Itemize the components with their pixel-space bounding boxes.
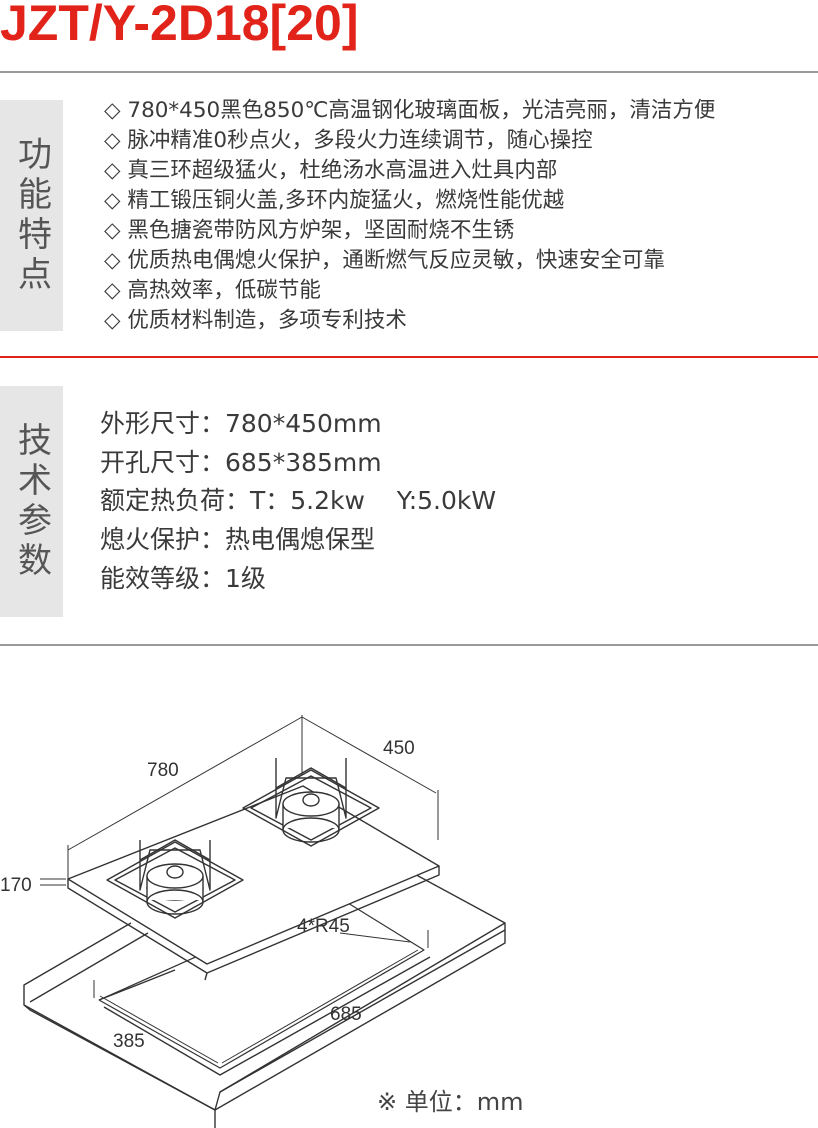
- spec-item: 额定热负荷：T：5.2kw Y:5.0kW: [100, 486, 497, 516]
- dim-radius-label: 4*R45: [297, 916, 350, 937]
- features-heading: 功能特点: [0, 100, 63, 331]
- dim-width-label: 450: [383, 738, 415, 759]
- cutout-length-label: 685: [330, 1004, 362, 1025]
- product-model-title: JZT/Y-2D18[20]: [0, 0, 359, 51]
- spec-item: 能效等级：1级: [100, 563, 266, 593]
- spec-item: 开孔尺寸：685*385mm: [100, 447, 382, 477]
- spec-item: 熄火保护：热电偶熄保型: [100, 525, 376, 555]
- feature-item: ◇ 脉冲精准0秒点火，多段火力连续调节，随心操控: [104, 128, 593, 153]
- feature-item: ◇ 高热效率，低碳节能: [104, 278, 321, 303]
- feature-item: ◇ 黑色搪瓷带防风方炉架，坚固耐烧不生锈: [104, 218, 515, 243]
- burner-right: [242, 758, 380, 847]
- feature-item: ◇ 优质材料制造，多项专利技术: [104, 308, 407, 333]
- specs-heading-text: 技术参数: [11, 421, 52, 582]
- feature-item: ◇ 精工锻压铜火盖,多环内旋猛火，燃烧性能优越: [104, 188, 565, 213]
- countertop-outline: [23, 857, 506, 1128]
- specs-heading: 技术参数: [0, 386, 63, 617]
- installation-diagram: 780 450 170 4*R45 685 385: [0, 715, 506, 1128]
- dim-height-label: 170: [0, 875, 32, 896]
- features-heading-text: 功能特点: [11, 135, 52, 296]
- dim-length-label: 780: [147, 760, 179, 781]
- cutout-width-label: 385: [113, 1031, 145, 1052]
- specs-list: 外形尺寸：780*450mm 开孔尺寸：685*385mm 额定热负荷：T：5.…: [100, 405, 496, 599]
- unit-note: ※ 单位：mm: [377, 1088, 524, 1116]
- divider: [0, 71, 818, 73]
- feature-item: ◇ 优质热电偶熄火保护，通断燃气反应灵敏，快速安全可靠: [104, 248, 665, 273]
- dimension-lines: [40, 715, 439, 1064]
- burner-left: [106, 839, 244, 919]
- red-divider: [0, 356, 818, 358]
- feature-item: ◇ 真三环超级猛火，杜绝汤水高温进入灶具内部: [104, 158, 558, 183]
- spec-item: 外形尺寸：780*450mm: [100, 409, 382, 438]
- features-list: ◇ 780*450黑色850℃高温钢化玻璃面板，光洁亮丽，清洁方便 ◇ 脉冲精准…: [104, 96, 715, 336]
- divider: [0, 644, 818, 646]
- hob-plate: [67, 785, 440, 981]
- feature-item: ◇ 780*450黑色850℃高温钢化玻璃面板，光洁亮丽，清洁方便: [104, 98, 716, 123]
